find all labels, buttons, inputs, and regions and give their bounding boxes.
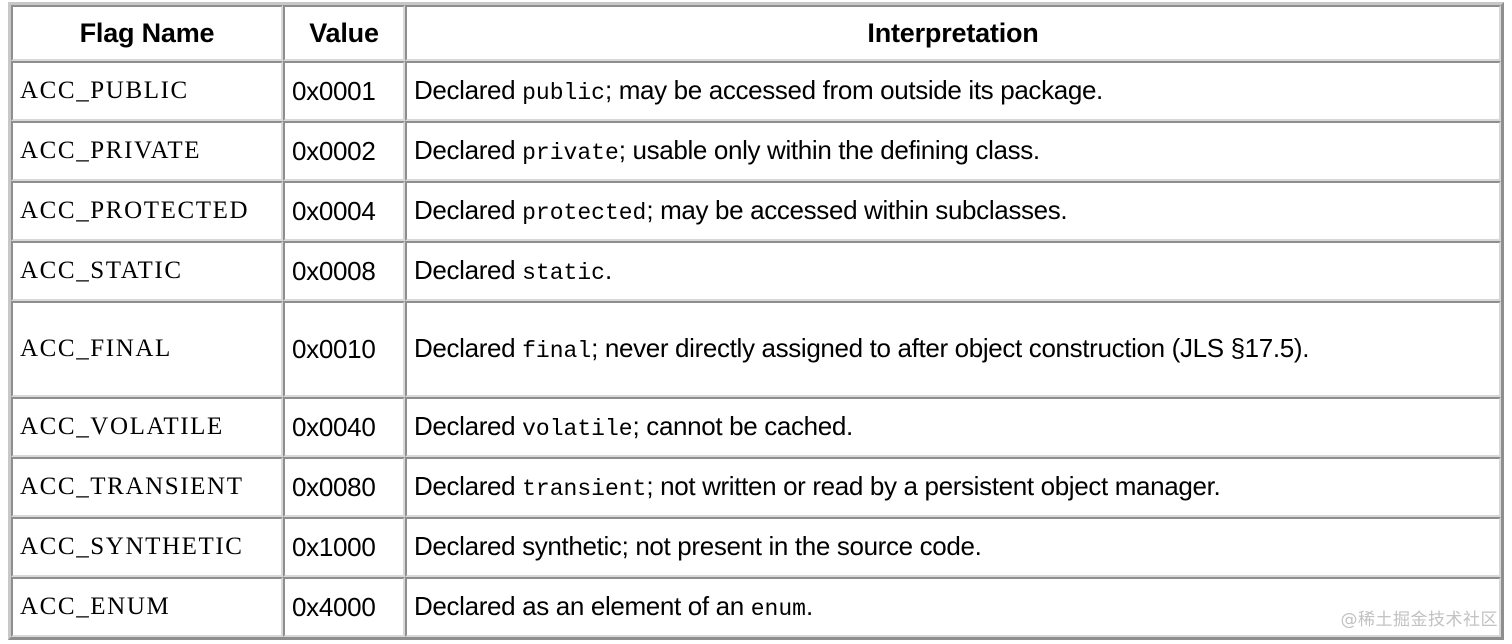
cell-interpretation: Declared transient; not written or read …	[405, 457, 1501, 517]
interpretation-suffix: ; cannot be cached.	[632, 411, 854, 442]
java-keyword: volatile	[522, 416, 633, 443]
cell-interpretation: Declared private; usable only within the…	[405, 121, 1501, 181]
cell-value: 0x0040	[283, 397, 405, 457]
interpretation-prefix: Declared	[414, 471, 523, 502]
cell-flag-name: ACC_PUBLIC	[11, 61, 283, 121]
table-row: ACC_PUBLIC 0x0001 Declared public; may b…	[11, 61, 1501, 121]
cell-value: 0x0002	[283, 121, 405, 181]
table-row: ACC_ENUM 0x4000 Declared as an element o…	[11, 577, 1501, 637]
interpretation-suffix: ; may be accessed from outside its packa…	[604, 75, 1103, 106]
cell-flag-name: ACC_PRIVATE	[11, 121, 283, 181]
interpretation-prefix: Declared synthetic; not present in the s…	[414, 531, 982, 562]
table-row: ACC_STATIC 0x0008 Declared static.	[11, 241, 1501, 301]
access-flags-table-container: Flag Name Value Interpretation ACC_PUBLI…	[8, 2, 1504, 640]
interpretation-prefix: Declared	[414, 255, 523, 286]
cell-flag-name: ACC_FINAL	[11, 301, 283, 397]
interpretation-suffix: ; never directly assigned to after objec…	[591, 333, 1310, 364]
cell-interpretation: Declared final; never directly assigned …	[405, 301, 1501, 397]
interpretation-suffix: ; not written or read by a persistent ob…	[646, 471, 1221, 502]
table-row: ACC_PROTECTED 0x0004 Declared protected;…	[11, 181, 1501, 241]
cell-flag-name: ACC_VOLATILE	[11, 397, 283, 457]
table-row: ACC_FINAL 0x0010 Declared final; never d…	[11, 301, 1501, 397]
interpretation-prefix: Declared as an element of an	[414, 591, 751, 622]
java-keyword: public	[522, 80, 605, 107]
cell-flag-name: ACC_ENUM	[11, 577, 283, 637]
interpretation-suffix: ; may be accessed within subclasses.	[646, 195, 1068, 226]
cell-value: 0x1000	[283, 517, 405, 577]
cell-value: 0x0010	[283, 301, 405, 397]
java-keyword: private	[522, 140, 619, 167]
table-row: ACC_TRANSIENT 0x0080 Declared transient;…	[11, 457, 1501, 517]
cell-value: 0x0001	[283, 61, 405, 121]
interpretation-prefix: Declared	[414, 411, 523, 442]
column-header-value: Value	[283, 5, 405, 61]
table-header: Flag Name Value Interpretation	[11, 5, 1501, 61]
interpretation-suffix: .	[604, 255, 612, 286]
table-body: ACC_PUBLIC 0x0001 Declared public; may b…	[11, 61, 1501, 637]
interpretation-prefix: Declared	[414, 333, 523, 364]
cell-interpretation: Declared as an element of an enum.	[405, 577, 1501, 637]
cell-value: 0x0080	[283, 457, 405, 517]
table-row: ACC_PRIVATE 0x0002 Declared private; usa…	[11, 121, 1501, 181]
interpretation-suffix: .	[805, 591, 813, 622]
java-keyword: protected	[522, 200, 647, 227]
interpretation-prefix: Declared	[414, 195, 523, 226]
cell-interpretation: Declared volatile; cannot be cached.	[405, 397, 1501, 457]
cell-interpretation: Declared public; may be accessed from ou…	[405, 61, 1501, 121]
cell-value: 0x0008	[283, 241, 405, 301]
cell-flag-name: ACC_SYNTHETIC	[11, 517, 283, 577]
table-row: ACC_VOLATILE 0x0040 Declared volatile; c…	[11, 397, 1501, 457]
access-flags-table: Flag Name Value Interpretation ACC_PUBLI…	[8, 2, 1504, 640]
java-keyword: transient	[522, 476, 647, 503]
cell-value: 0x4000	[283, 577, 405, 637]
cell-interpretation: Declared protected; may be accessed with…	[405, 181, 1501, 241]
java-keyword: final	[522, 338, 592, 365]
cell-flag-name: ACC_STATIC	[11, 241, 283, 301]
column-header-flag-name: Flag Name	[11, 5, 283, 61]
interpretation-suffix: ; usable only within the defining class.	[618, 135, 1040, 166]
cell-value: 0x0004	[283, 181, 405, 241]
table-header-row: Flag Name Value Interpretation	[11, 5, 1501, 61]
column-header-interpretation: Interpretation	[405, 5, 1501, 61]
cell-interpretation: Declared static.	[405, 241, 1501, 301]
table-row: ACC_SYNTHETIC 0x1000 Declared synthetic;…	[11, 517, 1501, 577]
cell-flag-name: ACC_PROTECTED	[11, 181, 283, 241]
java-keyword: static	[522, 260, 605, 287]
cell-interpretation: Declared synthetic; not present in the s…	[405, 517, 1501, 577]
interpretation-prefix: Declared	[414, 75, 523, 106]
java-keyword: enum	[750, 596, 806, 623]
interpretation-prefix: Declared	[414, 135, 523, 166]
cell-flag-name: ACC_TRANSIENT	[11, 457, 283, 517]
